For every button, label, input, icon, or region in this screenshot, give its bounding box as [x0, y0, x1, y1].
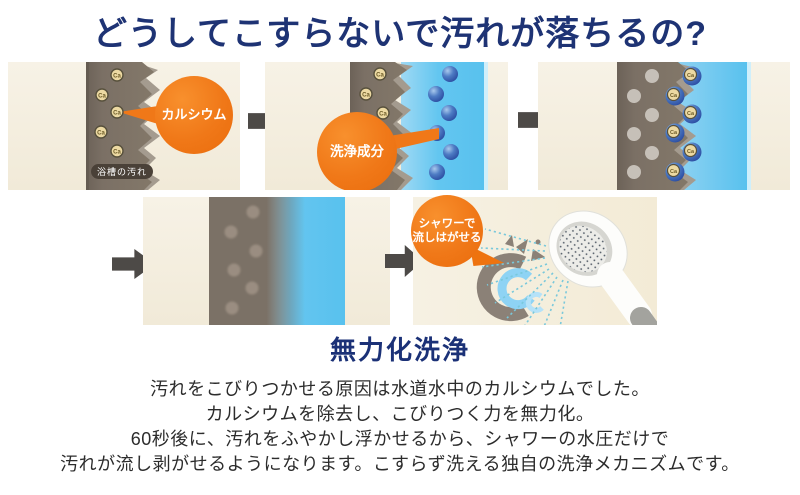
svg-text:Ca: Ca: [113, 150, 121, 156]
calcium-particles: Ca Ca Ca: [359, 67, 390, 120]
description-line: 汚れが流し剥がせるようになります。こすらず洗える独自の洗浄メカニズムです。: [60, 454, 740, 474]
svg-text:Ca: Ca: [97, 131, 105, 137]
description-line: 汚れをこびりつかせる原因は水道水中のカルシウムでした。: [150, 379, 650, 399]
callout-tail: [119, 106, 158, 124]
dirt-calcium-illustration: Ca Ca Ca Ca Ca: [86, 62, 160, 190]
panel-calcium-removed: Ca Ca Ca Ca Ca Ca: [538, 62, 790, 190]
svg-text:Ca: Ca: [670, 169, 678, 175]
shower-spray: [480, 228, 569, 325]
svg-text:Ca: Ca: [670, 93, 678, 99]
bathtub-dirt-caption: 浴槽の汚れ: [91, 164, 153, 179]
detergent-callout: 洗浄成分: [317, 112, 397, 190]
svg-text:Ca: Ca: [376, 73, 384, 79]
dirt-loosened-illustration: [209, 197, 345, 325]
svg-text:Ca: Ca: [98, 94, 106, 100]
svg-text:Ca: Ca: [687, 149, 695, 155]
calcium-callout: カルシウム: [155, 76, 233, 154]
svg-text:Ca: Ca: [670, 130, 678, 136]
callout-tail: [389, 128, 439, 150]
svg-text:Ca: Ca: [687, 73, 695, 79]
page-title: どうしてこすらないで汚れが落ちるの?: [92, 15, 708, 53]
svg-text:Ca: Ca: [687, 111, 695, 117]
panel-dirt-calcium: Ca Ca Ca Ca Ca カルシウム 浴槽の汚れ: [8, 62, 240, 190]
calcium-removed-illustration: Ca Ca Ca Ca Ca Ca: [617, 62, 751, 190]
panel-cleaning-agent: Ca Ca Ca 洗浄成分: [265, 62, 508, 190]
calcium-holes: [627, 69, 659, 179]
dirt-flakes: [505, 235, 545, 261]
shower-callout: シャワーで 流しはがせる: [411, 195, 483, 267]
description-line: 60秒後に、汚れをふやかし浮かせるから、シャワーの水圧だけで: [130, 429, 670, 449]
description-line: カルシウムを除去し、こびりつく力を無力化。: [205, 404, 595, 424]
calcium-particles: Ca Ca Ca Ca Ca: [94, 68, 124, 158]
shower-handle: [597, 262, 657, 325]
peeling-dirt-arc: [476, 253, 529, 321]
mechanism-description: 汚れをこびりつかせる原因は水道水中のカルシウムでした。 カルシウムを除去し、こび…: [0, 377, 800, 477]
svg-text:Ca: Ca: [113, 111, 121, 117]
svg-text:Ca: Ca: [113, 74, 121, 80]
panel-dirt-loosened: [143, 197, 390, 325]
water-curl-small: [525, 291, 544, 313]
svg-text:Ca: Ca: [379, 112, 387, 118]
loosened-spots: [224, 205, 263, 315]
shower-head-icon: [476, 210, 657, 325]
captured-calcium: Ca Ca Ca Ca Ca Ca: [665, 66, 702, 182]
dirt-strip-fading: [209, 197, 305, 325]
svg-text:Ca: Ca: [362, 93, 370, 99]
mechanism-heading: 無力化洗浄: [329, 335, 470, 365]
